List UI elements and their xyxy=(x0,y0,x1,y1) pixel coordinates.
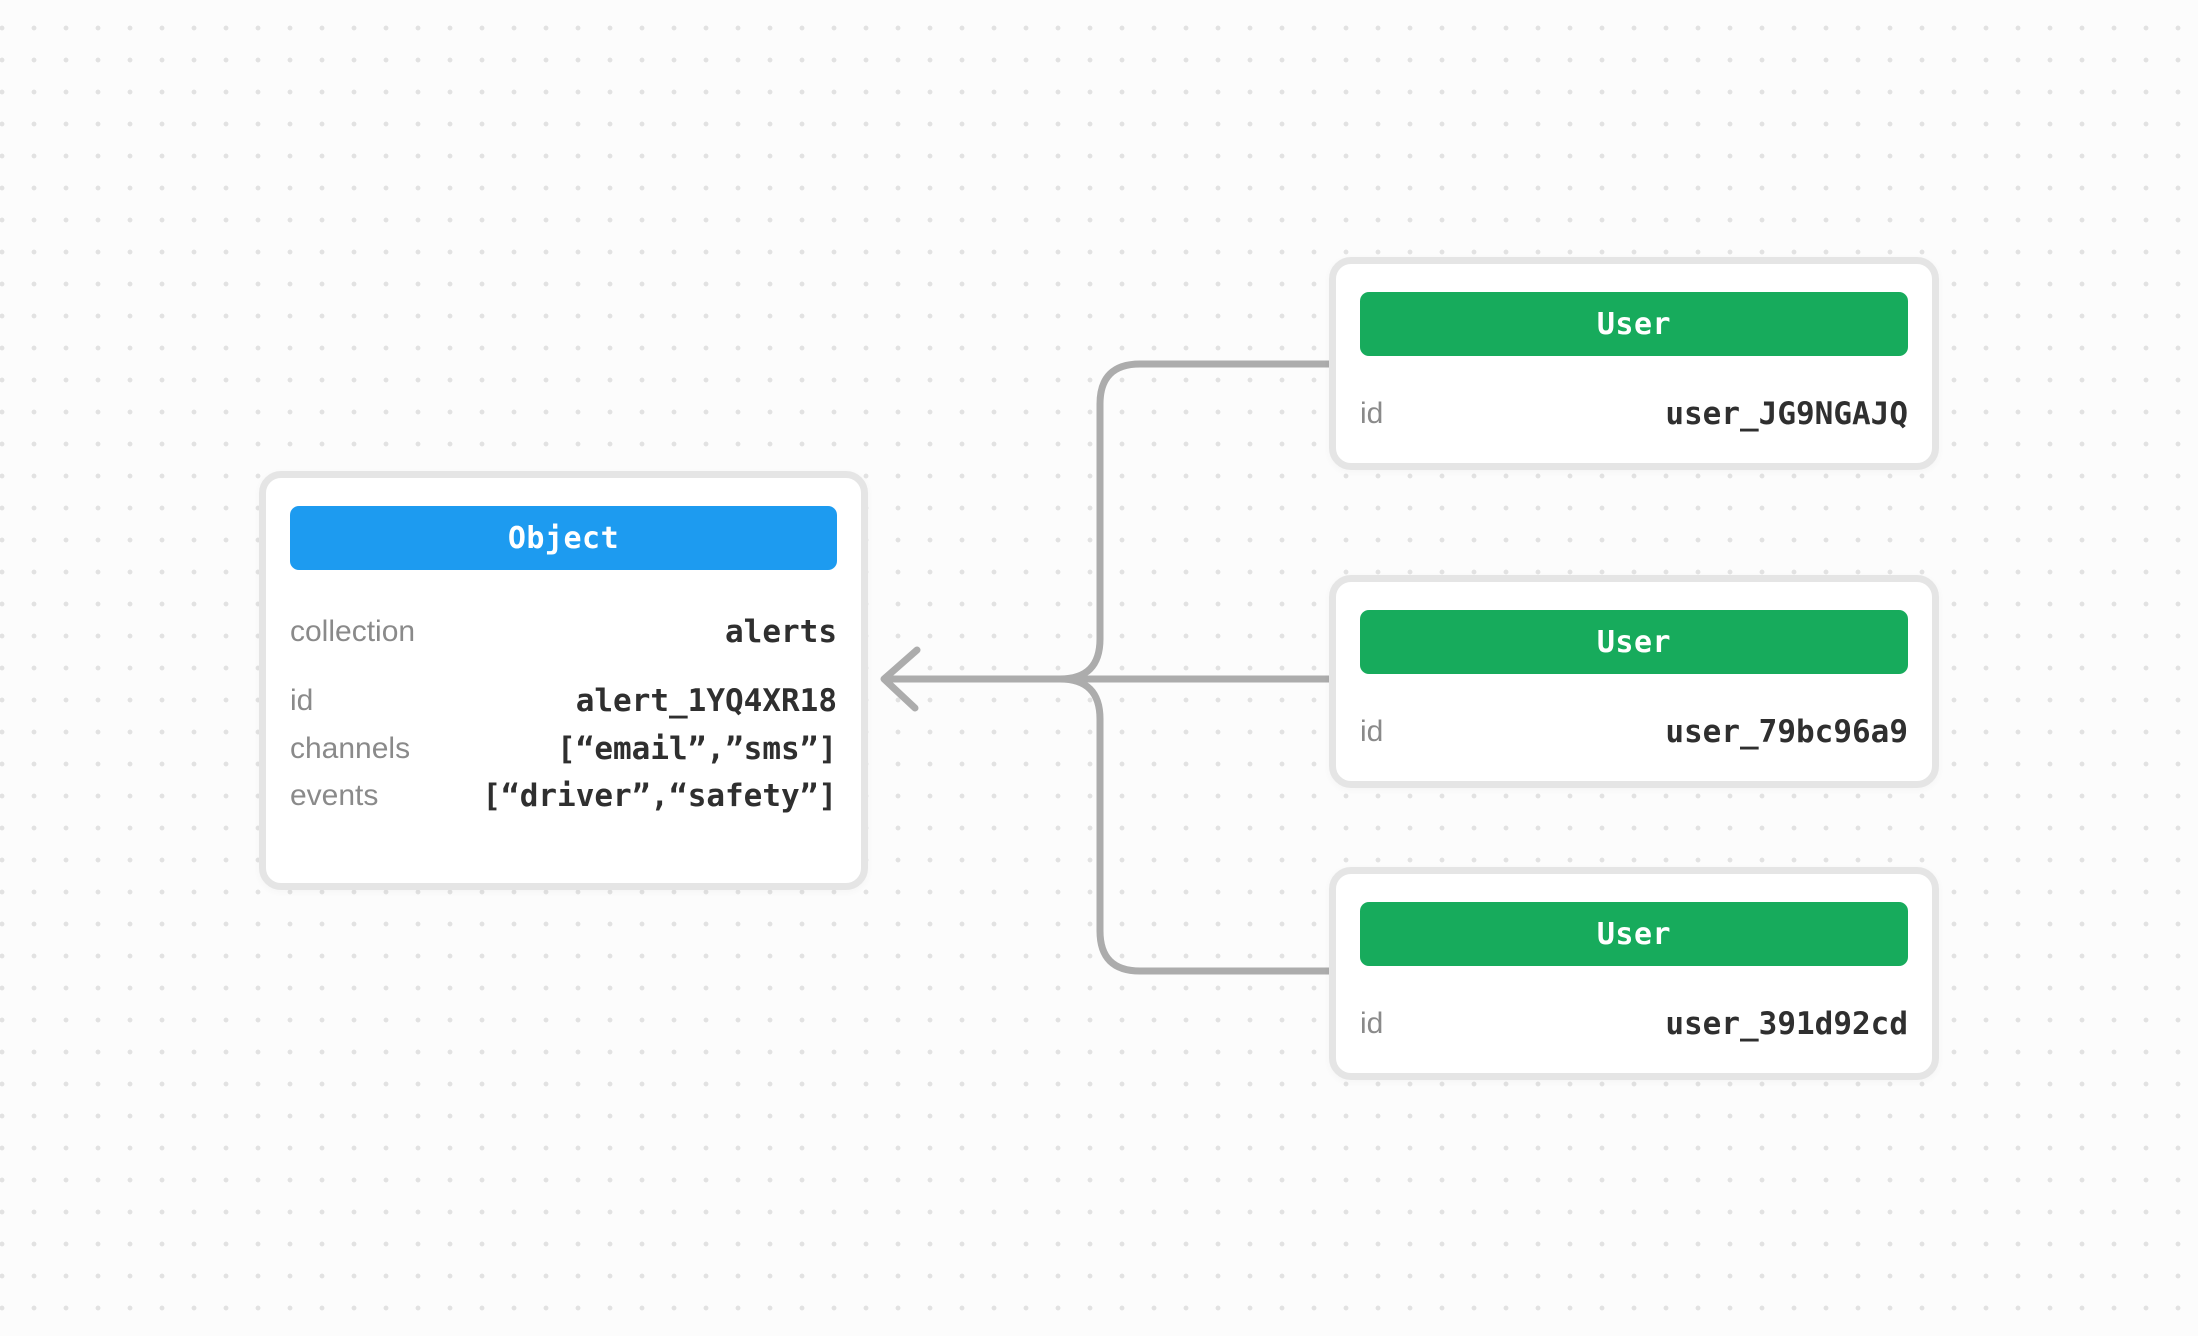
field-label: events xyxy=(290,779,379,812)
object-card-title: Object xyxy=(507,520,620,556)
user-card-header: User xyxy=(1360,902,1908,966)
arrowhead-icon xyxy=(880,646,921,712)
field-row-id: id alert_1YQ4XR18 xyxy=(290,680,837,722)
field-value: [“email”,”sms”] xyxy=(557,731,837,767)
field-row-collection: collection alerts xyxy=(290,611,837,653)
field-row-id: id user_79bc96a9 xyxy=(1360,711,1908,753)
user-card-title: User xyxy=(1596,624,1672,660)
field-label: id xyxy=(1360,397,1384,430)
field-row-events: events [“driver”,“safety”] xyxy=(290,775,837,817)
field-value: user_JG9NGAJQ xyxy=(1665,396,1908,432)
field-value: user_391d92cd xyxy=(1665,1006,1908,1042)
object-card-header: Object xyxy=(290,506,837,570)
field-row-channels: channels [“email”,”sms”] xyxy=(290,728,837,770)
user-card-title: User xyxy=(1596,306,1672,342)
connector-top-branch xyxy=(1056,360,1337,683)
field-value: [“driver”,“safety”] xyxy=(482,778,837,814)
user-card-1[interactable]: User id user_JG9NGAJQ xyxy=(1329,257,1939,470)
object-card[interactable]: Object collection alerts id alert_1YQ4XR… xyxy=(259,471,868,890)
user-card-3[interactable]: User id user_391d92cd xyxy=(1329,867,1939,1080)
field-label: collection xyxy=(290,615,416,648)
field-label: id xyxy=(290,684,314,717)
field-label: id xyxy=(1360,1007,1384,1040)
field-row-id: id user_391d92cd xyxy=(1360,1003,1908,1045)
field-value: user_79bc96a9 xyxy=(1665,714,1908,750)
field-value: alerts xyxy=(725,614,837,650)
field-value: alert_1YQ4XR18 xyxy=(575,683,837,719)
user-card-header: User xyxy=(1360,292,1908,356)
user-card-header: User xyxy=(1360,610,1908,674)
user-card-2[interactable]: User id user_79bc96a9 xyxy=(1329,575,1939,788)
connector-bottom-branch xyxy=(1056,675,1337,975)
field-label: channels xyxy=(290,732,411,765)
field-label: id xyxy=(1360,715,1384,748)
field-row-id: id user_JG9NGAJQ xyxy=(1360,393,1908,435)
user-card-title: User xyxy=(1596,916,1672,952)
